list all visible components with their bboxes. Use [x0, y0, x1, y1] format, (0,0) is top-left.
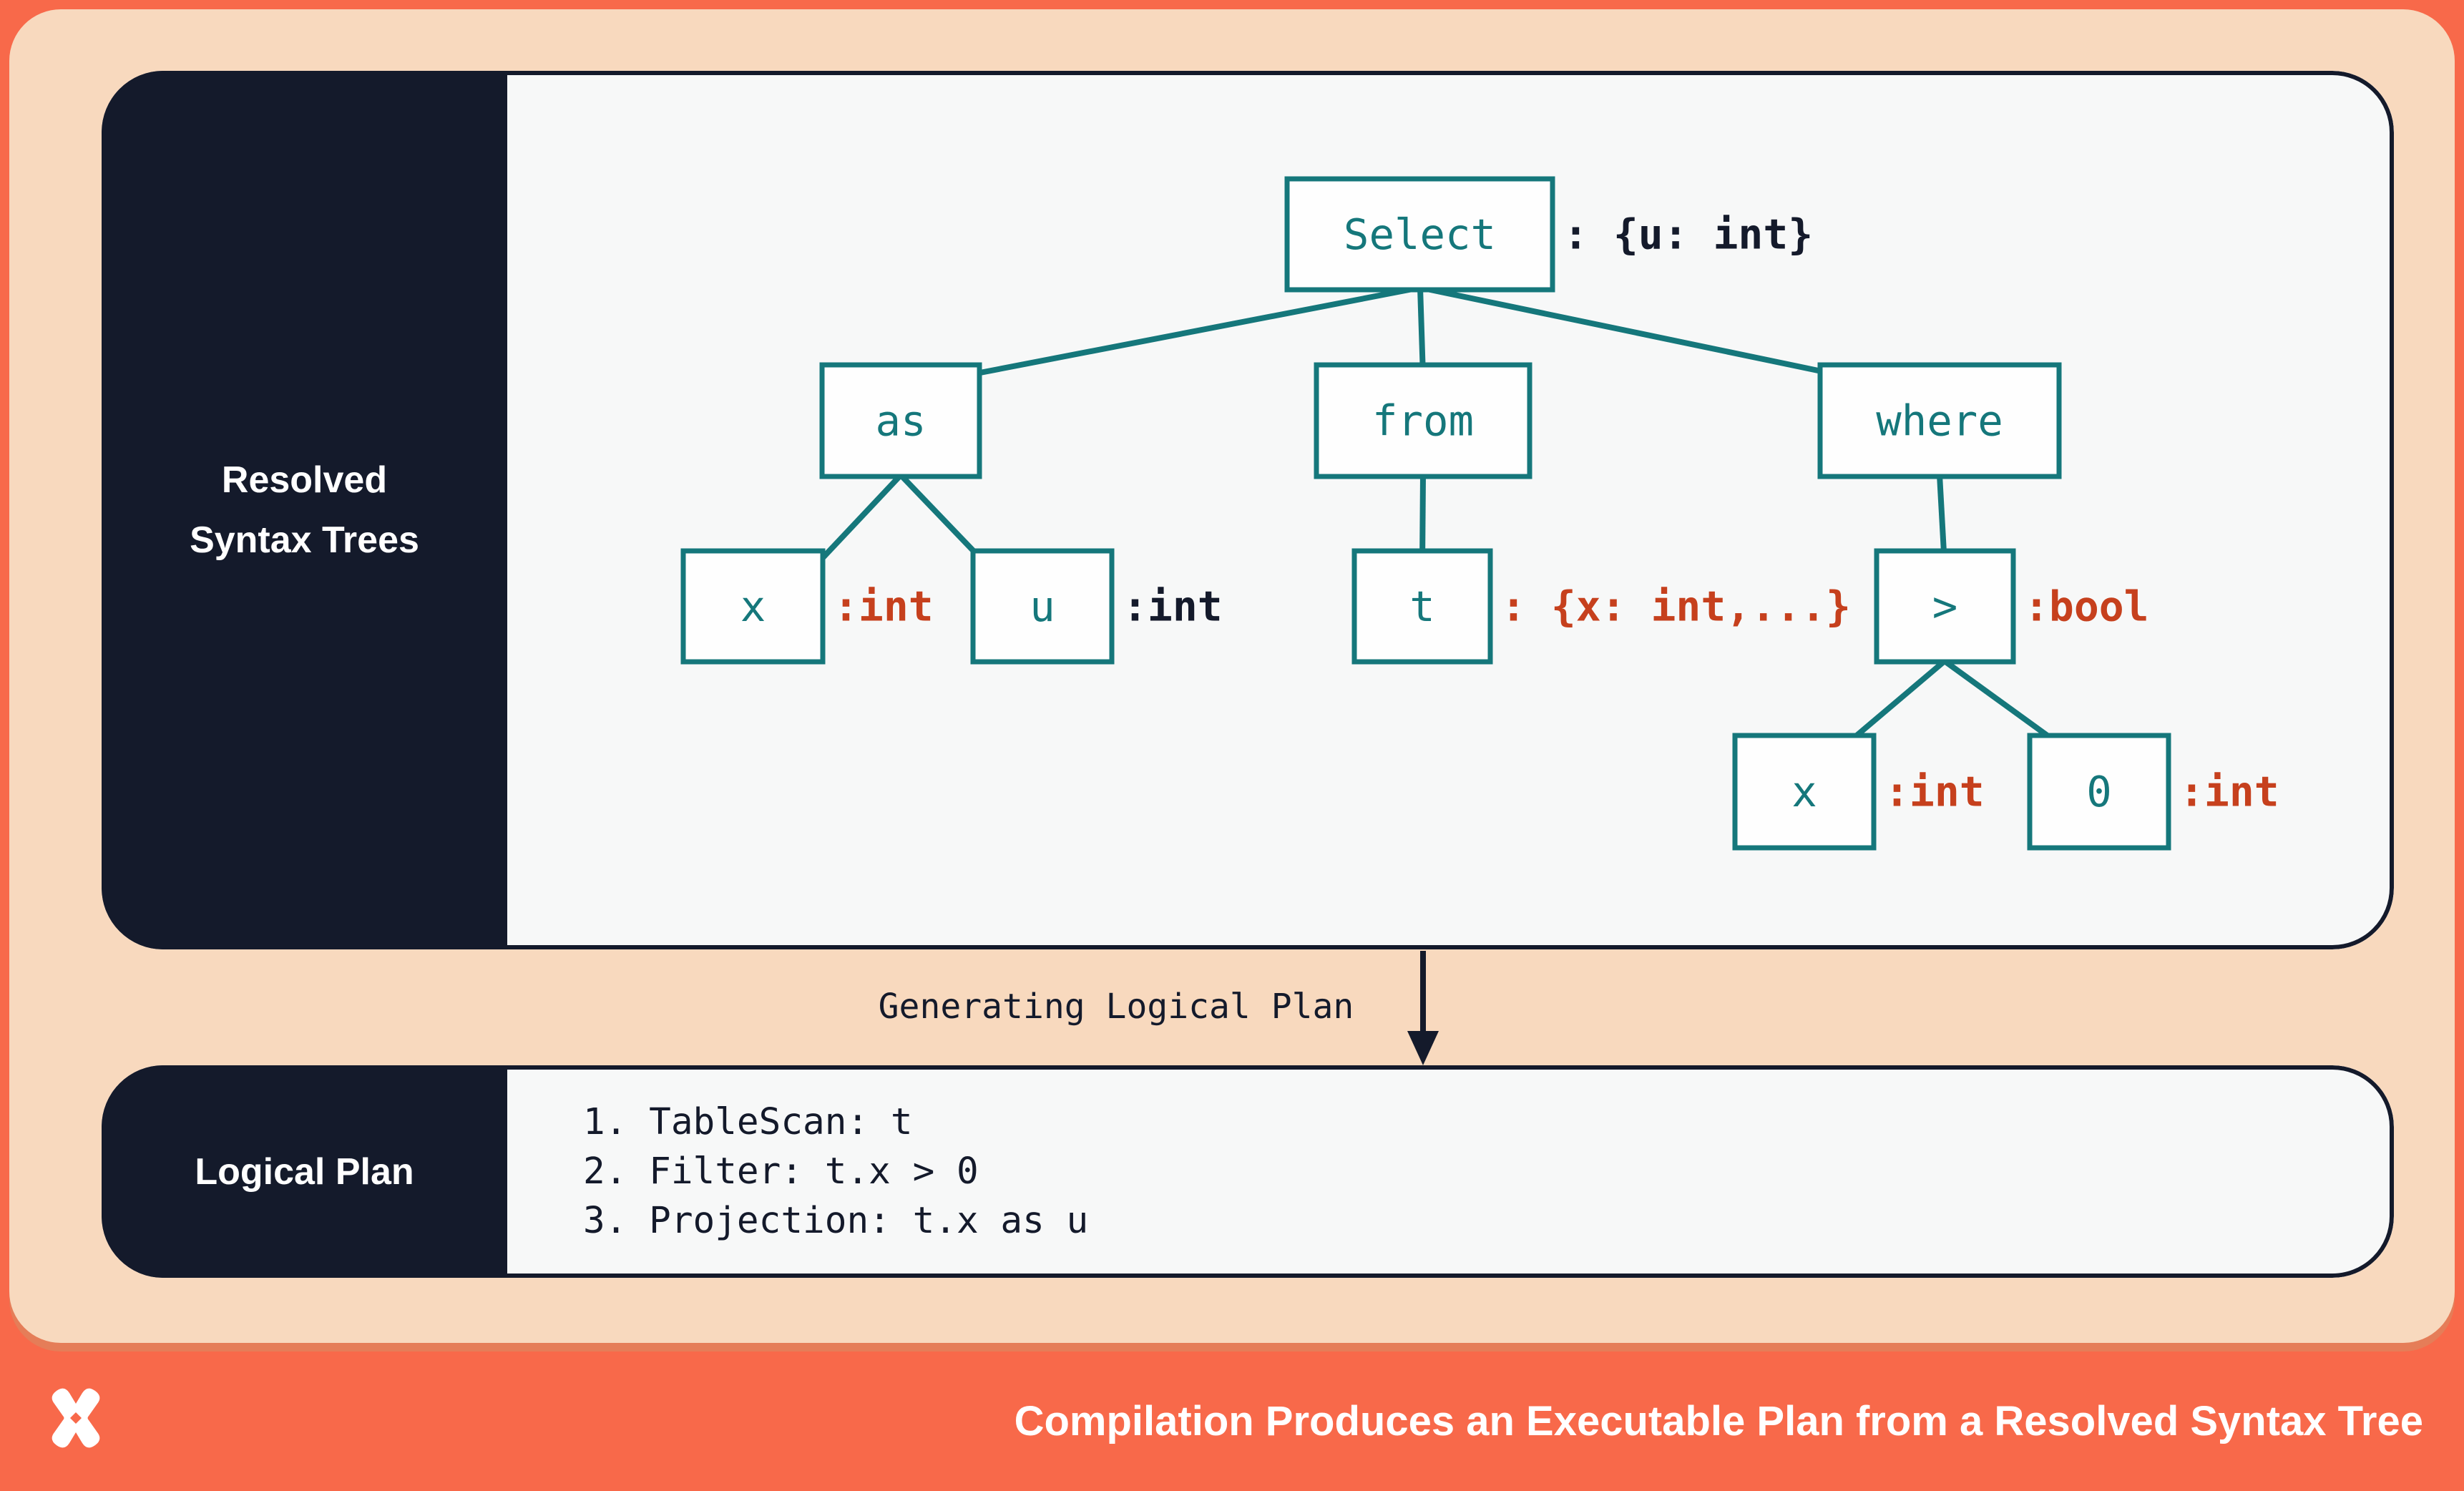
resolved-syntax-trees-sidebar: Resolved Syntax Trees	[102, 71, 507, 949]
tree-node-as	[819, 362, 982, 479]
transition-label: Generating Logical Plan	[878, 987, 1354, 1027]
tree-node-from	[1314, 362, 1532, 479]
footer-title: Compilation Produces an Executable Plan …	[1014, 1398, 2423, 1444]
tree-edge	[899, 473, 986, 564]
type-annotation-u: :int	[1123, 582, 1223, 631]
tree-node-label-u: u	[1030, 582, 1055, 631]
tree-node-u	[970, 548, 1115, 665]
x-shuriken-logo	[52, 1388, 100, 1448]
tree-node-label-as: as	[875, 396, 926, 446]
tree-edge	[1417, 287, 1426, 376]
tree-node-t	[1351, 548, 1493, 665]
syntax-tree-diagram: Select : {u: int} as from where x :int u :int t : …	[680, 176, 2279, 851]
type-annotation-t: : {x: int,...}	[1501, 582, 1851, 631]
tree-node-select	[1284, 176, 1555, 293]
logical-plan-panel: 1. TableScan: t 2. Filter: t.x > 0 3. Pr…	[102, 1065, 2394, 1278]
tree-node-label-select: Select	[1344, 210, 1496, 259]
plan-step-2: 2. Filter: t.x > 0	[583, 1150, 979, 1193]
tree-node-label-x-left: x	[740, 582, 766, 631]
tree-node-gt	[1874, 548, 2016, 665]
tree-node-zero	[2027, 733, 2171, 851]
tree-edge	[964, 285, 1421, 378]
type-annotation-select: : {u: int}	[1563, 210, 1813, 259]
logical-plan-sidebar: Logical Plan	[102, 1065, 507, 1278]
tree-node-label-t: t	[1409, 582, 1435, 631]
tree-node-label-where: where	[1876, 396, 2003, 446]
resolved-syntax-trees-panel: Select : {u: int} as from where x :int u :int t : …	[102, 71, 2394, 949]
down-arrow-icon	[1407, 951, 1439, 1065]
tree-node-label-x-right: x	[1791, 767, 1817, 816]
tree-node-label-zero: 0	[2086, 767, 2112, 816]
tree-node-where	[1817, 362, 2062, 479]
tree-edge	[1419, 285, 1843, 378]
type-annotation-x-left: :int	[833, 582, 934, 631]
tree-node-label-from: from	[1372, 396, 1474, 446]
tree-node-x-right	[1732, 733, 1877, 851]
plan-step-3: 3. Projection: t.x as u	[583, 1200, 1089, 1242]
tree-node-label-gt: >	[1932, 582, 1958, 631]
tree-node-x-left	[680, 548, 826, 665]
plan-step-1: 1. TableScan: t	[583, 1101, 913, 1143]
type-annotation-gt: :bool	[2024, 582, 2149, 631]
type-annotation-zero: :int	[2179, 768, 2279, 816]
logical-plan-steps: 1. TableScan: t 2. Filter: t.x > 0 3. Pr…	[583, 1065, 2365, 1278]
tree-edge	[817, 473, 903, 564]
logical-plan-label: Logical Plan	[195, 1150, 414, 1193]
sidebar-label-line1: Resolved	[221, 459, 388, 501]
sidebar-label-line2: Syntax Trees	[190, 519, 419, 561]
footer-bar: Compilation Produces an Executable Plan …	[0, 1351, 2464, 1491]
type-annotation-x-right: :int	[1884, 768, 1985, 816]
